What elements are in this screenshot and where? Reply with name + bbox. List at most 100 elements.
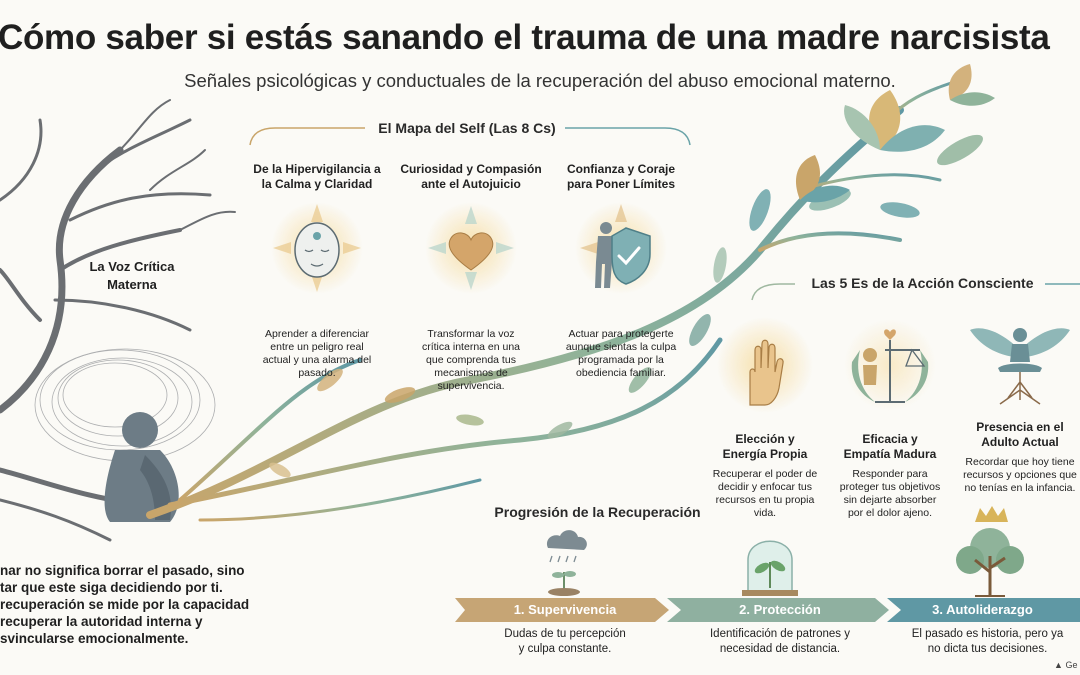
card-text: Aprender a diferenciar entre un peligro …: [243, 328, 391, 380]
stage-desc-line: y culpa constante.: [518, 643, 612, 655]
healing-quote: nar no significa borrar el pasado, sino …: [0, 562, 249, 647]
bare-tree-illustration: [0, 99, 236, 542]
progression-arrow-bar: [455, 598, 1080, 622]
stage-desc-line: Dudas de tu percepción: [504, 628, 626, 640]
quote-line: recuperar la autoridad interna y: [0, 614, 203, 629]
five-es-card-presence: Presencia en el Adulto Actual Recordar q…: [960, 300, 1080, 495]
crowned-tree-icon: [956, 506, 1024, 597]
card-heading-line: Eficacia y: [862, 432, 918, 446]
stage-1-label: 1. Supervivencia: [513, 602, 617, 617]
card-text-line: no tenías en la infancia.: [964, 482, 1076, 494]
card-heading-line: para Poner Límites: [566, 177, 676, 191]
card-heading: Curiosidad y Compasión ante el Autojuici…: [396, 162, 546, 192]
card-heading-line: Confianza y Coraje: [566, 162, 676, 176]
balance-scale-icon: [844, 319, 936, 411]
critical-voice-line-1: La Voz Crítica: [89, 259, 175, 274]
card-text-line: recursos y opciones que: [963, 469, 1077, 481]
five-es-card-efficacy: Eficacia y Empatía Madura Responder para…: [830, 310, 950, 520]
lotus-flower-illustration: [795, 64, 995, 203]
quote-line: recuperación se mide por la capacidad: [0, 597, 250, 612]
stage-3-description: El pasado es historia, pero ya no dicta …: [895, 627, 1080, 657]
card-text-line: obediencia familiar.: [576, 367, 666, 379]
stage-desc-line: El pasado es historia, pero ya: [911, 628, 1064, 640]
stage-3-arrow: [887, 598, 1080, 622]
card-text: Actuar para protegerte aunque sientas la…: [546, 328, 696, 380]
self-map-card-compassion: Curiosidad y Compasión ante el Autojuici…: [396, 162, 546, 393]
card-heading-line: Energía Propia: [722, 447, 808, 461]
card-heading-line: Adulto Actual: [981, 435, 1059, 449]
card-text-line: proteger tus objetivos: [839, 481, 941, 493]
brand-text: Ge: [1065, 660, 1078, 670]
card-heading-line: Empatía Madura: [843, 447, 937, 461]
brand-watermark: ▲ Ge: [1054, 660, 1077, 670]
self-map-bracket-left: [249, 127, 365, 146]
card-text-line: vida.: [753, 507, 777, 519]
card-heading-line: Curiosidad y Compasión: [400, 162, 542, 176]
stage-1-arrow: [455, 598, 669, 622]
card-heading-line: Elección y: [735, 432, 795, 446]
heart-icon: [425, 202, 517, 294]
card-text-line: aunque sientas la culpa: [565, 341, 677, 353]
meditating-figure-icon: [970, 328, 1070, 405]
stage-1-description: Dudas de tu percepción y culpa constante…: [470, 627, 660, 657]
open-hand-icon: [717, 317, 813, 413]
card-text-line: entre un peligro real: [270, 341, 364, 353]
card-text-line: Aprender a diferenciar: [265, 328, 369, 340]
page-subtitle: Señales psicológicas y conductuales de l…: [184, 70, 896, 91]
stage-desc-line: no dicta tus decisiones.: [927, 643, 1048, 655]
card-text-line: que comprenda tus: [426, 354, 516, 366]
crouching-figure-illustration: [104, 412, 179, 522]
stage-desc-line: necesidad de distancia.: [719, 643, 841, 655]
stage-3-label: 3. Autoliderazgo: [932, 602, 1033, 617]
card-text-line: sin dejarte absorber: [843, 494, 937, 506]
card-text-line: Responder para: [852, 468, 928, 480]
five-es-card-choice: Elección y Energía Propia Recuperar el p…: [705, 310, 825, 520]
stage-desc-line: Identificación de patrones y: [709, 628, 850, 640]
card-heading: Presencia en el Adulto Actual: [960, 420, 1080, 450]
card-heading: De la Hipervigilancia a la Calma y Clari…: [243, 162, 391, 192]
card-text-line: Actuar para protegerte: [568, 328, 674, 340]
rain-cloud-sprout-icon: [546, 530, 587, 596]
glass-dome-plant-icon: [742, 540, 798, 596]
card-text: Responder para proteger tus objetivos si…: [830, 468, 950, 520]
card-heading-line: Presencia en el: [976, 420, 1064, 434]
card-text-line: decidir y enfocar tus: [718, 481, 812, 493]
five-es-title: Las 5 Es de la Acción Consciente: [811, 275, 1034, 291]
card-text-line: Recordar que hoy tiene: [965, 456, 1075, 468]
quote-line: nar no significa borrar el pasado, sino: [0, 563, 245, 578]
card-text-line: por el dolor ajeno.: [847, 507, 933, 519]
card-text-line: Transformar la voz: [427, 328, 515, 340]
card-heading-line: ante el Autojuicio: [421, 177, 521, 191]
card-text-line: supervivencia.: [437, 380, 505, 392]
card-text: Recordar que hoy tiene recursos y opcion…: [960, 456, 1080, 495]
card-heading: Elección y Energía Propia: [705, 432, 825, 462]
five-es-bracket-left: [751, 283, 795, 301]
critical-voice-label: La Voz Crítica Materna: [82, 258, 182, 294]
brand-icon: ▲: [1054, 660, 1063, 670]
card-text: Recuperar el poder de decidir y enfocar …: [705, 468, 825, 520]
page-title: Cómo saber si estás sanando el trauma de…: [0, 18, 1050, 57]
progression-title: Progresión de la Recuperación: [494, 504, 701, 520]
self-map-card-calm: De la Hipervigilancia a la Calma y Clari…: [243, 162, 391, 380]
quote-line: svincularse emocionalmente.: [0, 631, 189, 646]
card-text-line: Recuperar el poder de: [712, 468, 818, 480]
card-text-line: recursos en tu propia: [715, 494, 815, 506]
card-text-line: pasado.: [298, 367, 336, 379]
stage-2-description: Identificación de patrones y necesidad d…: [680, 627, 880, 657]
card-heading: Eficacia y Empatía Madura: [830, 432, 950, 462]
shield-person-icon: [575, 202, 667, 294]
card-text-line: mecanismos de: [434, 367, 508, 379]
self-map-title: El Mapa del Self (Las 8 Cs): [378, 120, 556, 136]
card-heading: Confianza y Coraje para Poner Límites: [546, 162, 696, 192]
self-map-bracket-right: [565, 127, 691, 146]
card-heading-line: De la Hipervigilancia a: [253, 162, 381, 176]
stage-2-label: 2. Protección: [739, 602, 821, 617]
calm-face-icon: [271, 202, 363, 294]
card-heading-line: la Calma y Claridad: [261, 177, 373, 191]
critical-voice-line-2: Materna: [107, 277, 157, 292]
card-text-line: actual y una alarma del: [262, 354, 372, 366]
self-map-card-confidence: Confianza y Coraje para Poner Límites Ac…: [546, 162, 696, 380]
stage-2-arrow: [667, 598, 889, 622]
